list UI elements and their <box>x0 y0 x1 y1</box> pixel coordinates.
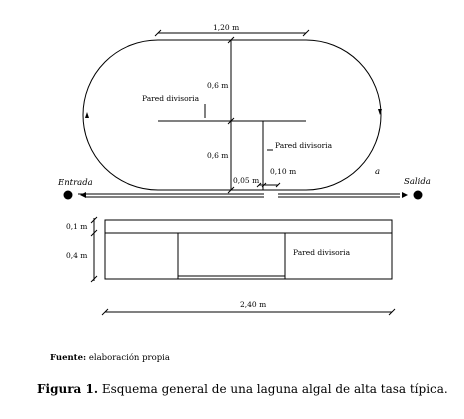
label-inlet: Entrada <box>57 178 93 188</box>
flow-arrow-right-side <box>378 109 382 115</box>
source-text: elaboración propia <box>88 353 170 363</box>
tick-mid-center <box>227 117 235 125</box>
label-gap-005: 0,05 m <box>233 176 259 185</box>
source-note: Fuente: elaboración propia <box>50 353 170 363</box>
label-wall-right: Pared divisoria <box>275 141 333 150</box>
label-width-top: 1,20 m <box>213 23 239 32</box>
section-view <box>90 216 396 316</box>
flow-arrow-left-side <box>85 112 89 118</box>
tick-mid-top <box>227 36 235 44</box>
source-label: Fuente: <box>50 353 87 363</box>
flow-arrow-outlet <box>402 192 408 198</box>
depth-tick-bottom <box>90 275 98 283</box>
caption-text: Esquema general de una laguna algal de a… <box>101 382 448 396</box>
depth-tick-mid <box>90 229 98 237</box>
label-length-total: 2,40 m <box>240 300 266 309</box>
raceway-outline <box>82 39 382 191</box>
flow-arrow-inlet <box>80 192 86 198</box>
outlet-marker <box>413 190 423 200</box>
label-depth-freeboard: 0,1 m <box>66 222 87 231</box>
section-outline <box>104 219 393 280</box>
label-wall-section: Pared divisoria <box>293 248 351 257</box>
depth-tick-top <box>90 216 98 224</box>
label-outlet: Salida <box>404 177 431 187</box>
length-tick-left <box>101 308 109 316</box>
label-wall-upper: Pared divisoria <box>142 94 200 103</box>
label-gap-010: 0,10 m <box>270 167 296 176</box>
label-height-lower: 0,6 m <box>207 151 228 160</box>
plan-view <box>78 39 400 198</box>
pond-schematic: 1,20 m 0,6 m Pared divisoria Pared divis… <box>57 23 431 316</box>
caption-label: Figura 1. <box>37 382 98 396</box>
label-height-upper: 0,6 m <box>207 81 228 90</box>
tick-mid-bottom <box>227 186 235 194</box>
label-depth-water: 0,4 m <box>66 251 87 260</box>
length-tick-right <box>388 308 396 316</box>
label-flow-a: a <box>375 167 380 177</box>
tick-right <box>302 29 310 37</box>
tick-left <box>154 29 162 37</box>
inlet-marker <box>63 190 73 200</box>
dimension-width <box>154 29 310 194</box>
figure-caption: Figura 1. Esquema general de una laguna … <box>37 382 448 396</box>
